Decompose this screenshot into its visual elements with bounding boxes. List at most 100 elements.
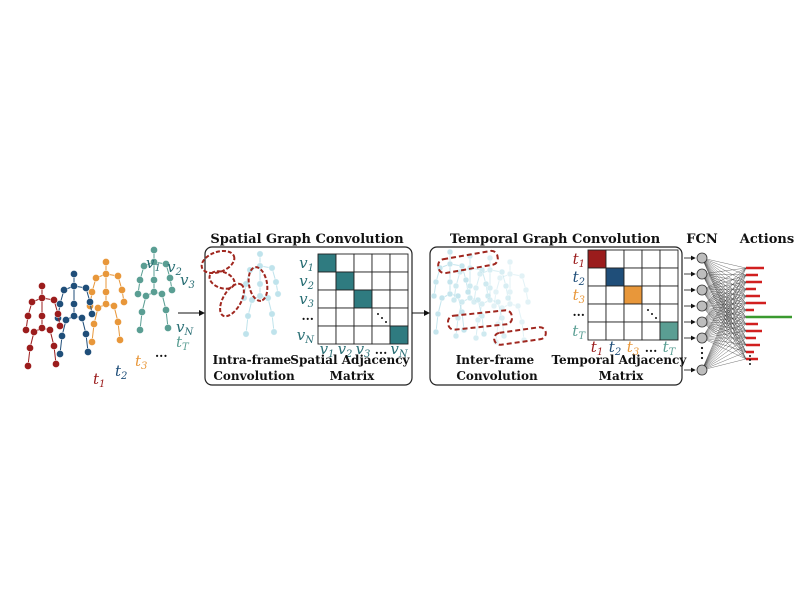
skeleton-frame-tT-joint — [134, 290, 142, 298]
skeleton-frame-t1-joint — [50, 342, 58, 350]
skeleton-frame-tT — [134, 246, 176, 334]
matrix-cell — [335, 253, 355, 273]
skeleton-frame-tT-joint — [140, 262, 148, 270]
inter-skeleton-frame-joint — [446, 260, 454, 268]
axis-label: ... — [572, 305, 585, 319]
matrix-cell — [317, 307, 337, 327]
fcn-connection — [701, 344, 747, 371]
fcn-connection — [701, 273, 747, 297]
skeleton-frame-t2-joint — [82, 330, 90, 338]
skeleton-frame-t3-joint — [120, 298, 128, 306]
inter-skeleton-frame-joint — [492, 288, 500, 296]
fcn-connection — [701, 267, 747, 371]
fcn-connection — [701, 273, 747, 283]
inter-skeleton-frame-joint — [466, 294, 474, 302]
action-ellipsis-dot — [749, 359, 751, 361]
skeleton-sequence — [22, 246, 176, 370]
intra-caption: Intra-frame Convolution — [213, 353, 296, 383]
fcn-connection — [701, 316, 747, 339]
inter-skeleton-frame-joint — [494, 298, 502, 306]
matrix-cell — [641, 285, 661, 305]
fcn-connection — [701, 302, 747, 323]
inter-skeleton-frame-joint — [496, 274, 504, 282]
fcn-connection — [701, 321, 747, 346]
fcn-node — [696, 284, 708, 296]
fcn-connection — [701, 323, 747, 371]
fcn-connection — [701, 273, 747, 304]
matrix-cell — [335, 289, 355, 309]
fcn-connection — [701, 273, 747, 311]
axis-label: tT — [572, 322, 586, 342]
label-t3: t3 — [135, 352, 147, 372]
fcn-connection — [701, 288, 747, 339]
inter-skeleton-frame-joint — [506, 258, 514, 266]
fcn-node — [696, 316, 708, 328]
fcn-connection — [701, 295, 747, 323]
matrix-cell — [389, 289, 409, 309]
inter-skeleton-frame-joint — [472, 334, 480, 342]
inter-skeleton-frame-joint — [474, 316, 482, 324]
fcn-connection — [701, 274, 747, 371]
matrix-cell — [371, 307, 391, 327]
skeleton-frame-t1-joint — [50, 296, 58, 304]
temporal-band-outline — [447, 309, 513, 331]
axis-label: t2 — [573, 268, 585, 288]
fcn-node — [696, 268, 708, 280]
fcn-connection — [701, 323, 747, 339]
inter-skeleton-frame-joint — [458, 262, 466, 270]
inter-skeleton-frame-joint — [472, 284, 480, 292]
fcn-connection — [701, 289, 747, 339]
skeleton-frame-tT-joint — [168, 286, 176, 294]
inter-frame-skeleton — [430, 248, 547, 346]
label-vN: vN — [176, 318, 194, 338]
skeleton-frame-t3-joint — [88, 338, 96, 346]
inter-skeleton-frame-joint — [504, 294, 512, 302]
axis-label: vN — [297, 326, 315, 346]
fcn-connection — [701, 273, 747, 325]
inter-skeleton-frame — [470, 254, 512, 342]
intra-skeleton-faint-joint — [268, 310, 276, 318]
skeleton-frame-tT-joint — [150, 276, 158, 284]
skeleton-frame-t3-joint — [114, 272, 122, 280]
fcn-connection — [701, 273, 747, 353]
fcn-connection — [701, 257, 747, 360]
fcn-connection — [701, 273, 747, 339]
fcn-connection — [701, 305, 747, 311]
fcn-connection — [701, 257, 747, 304]
skeleton-frame-tT-joint — [150, 246, 158, 254]
inter-skeleton-frame-joint — [446, 248, 454, 256]
fcn-connection — [701, 309, 747, 339]
inter-skeleton-frame-joint — [486, 296, 494, 304]
fcn-connection — [701, 302, 747, 339]
inter-skeleton-frame-joint — [476, 270, 484, 278]
fcn-connection — [701, 273, 747, 360]
fcn-connection — [701, 281, 747, 323]
inter-skeleton-frame-joint — [502, 282, 510, 290]
label-t2: t2 — [115, 362, 127, 382]
inter-skeleton-frame-joint — [432, 328, 440, 336]
matrix-cell — [659, 267, 679, 287]
skeleton-frame-tT-joint — [158, 290, 166, 298]
matrix-cell — [587, 249, 607, 269]
skeleton-frame-t1-joint — [22, 326, 30, 334]
fcn-connection — [701, 305, 747, 339]
fcn-connection — [701, 321, 747, 325]
fcn-connection — [701, 305, 747, 346]
inter-skeleton-frame-joint — [466, 282, 474, 290]
skeleton-frame-tT-joint — [162, 260, 170, 268]
matrix-cell — [371, 271, 391, 291]
skeleton-frame-tT-joint — [162, 306, 170, 314]
intra-skeleton-faint-joint — [256, 280, 264, 288]
inter-skeleton-frame-joint — [438, 294, 446, 302]
fcn-node — [696, 300, 708, 312]
fcn-connection — [701, 309, 747, 371]
matrix-cell — [587, 285, 607, 305]
fcn-connection — [701, 289, 747, 353]
inter-skeleton-frame-joint — [486, 284, 494, 292]
fcn-connection — [701, 295, 747, 339]
fcn-ellipsis-dot — [700, 351, 704, 355]
matrix-ellipsis-dot — [381, 317, 383, 319]
skeleton-frame-t3-joint — [102, 288, 110, 296]
intra-skeleton-faint-joint — [272, 278, 280, 286]
skeleton-frame-t3-joint — [102, 270, 110, 278]
